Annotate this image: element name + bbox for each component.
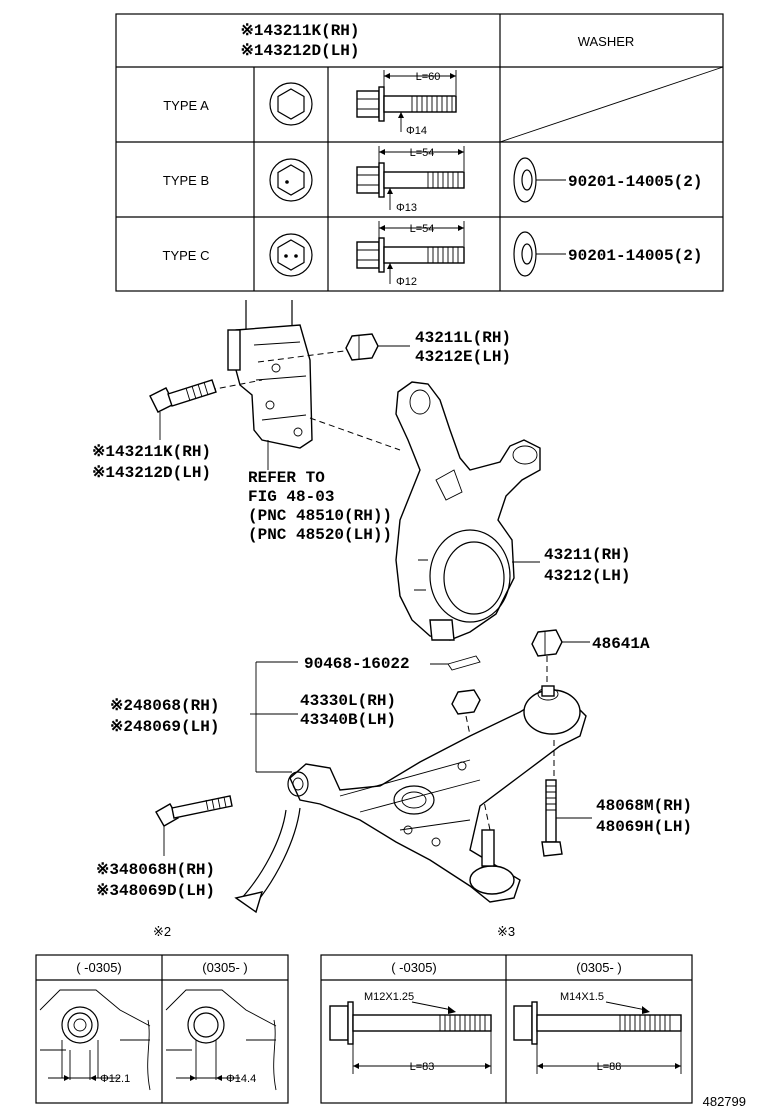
label-bolt-lh: ※143212D(LH) (92, 464, 211, 482)
type-c-label: TYPE C (163, 248, 210, 263)
label-balljoint-rh: 43330L(RH) (300, 692, 396, 710)
label-arm-lh: ※248069(LH) (110, 718, 219, 736)
detail-3-panel (320, 954, 693, 1104)
label-refer-3: (PNC 48510(RH)) (248, 507, 392, 525)
detail-2-col1: ( -0305) (76, 960, 122, 975)
type-c-diameter: Φ12 (396, 276, 417, 288)
detail-2-dim1: Φ12.1 (100, 1073, 130, 1085)
bolt-type-c-icon (356, 221, 465, 284)
type-b-diameter: Φ13 (396, 202, 417, 214)
detail-2-dim2: Φ14.4 (226, 1073, 256, 1085)
label-front-bolt-lh: ※348069D(LH) (96, 882, 215, 900)
label-front-bolt-rh: ※348068H(RH) (96, 861, 215, 879)
leader-line (209, 379, 263, 391)
leader-line (257, 349, 353, 363)
type-c-length: L=54 (410, 223, 435, 235)
knuckle-bolt-icon (149, 379, 217, 440)
label-balljoint-lh: 43340B(LH) (300, 711, 396, 729)
label-knuckle-lh: 43212(LH) (544, 567, 630, 585)
label-rear-bolt-lh: 48069H(LH) (596, 818, 692, 836)
type-a-diameter: Φ14 (406, 125, 427, 137)
type-b-label: TYPE B (163, 173, 209, 188)
table-header-bolt-lh: ※143212D(LH) (240, 42, 359, 60)
steering-knuckle-drawing (395, 381, 541, 641)
washer-icon (513, 231, 566, 277)
detail-3-thread1: M12X1.25 (364, 991, 414, 1003)
label-nut-lh: 43212E(LH) (415, 348, 511, 366)
figure-number: 482799 (703, 1094, 746, 1109)
detail-3-len2: L=88 (597, 1061, 622, 1073)
hex-nut-icon (451, 689, 481, 715)
label-cotter-pin: 90468-16022 (304, 655, 410, 673)
front-bolt-icon (155, 795, 233, 856)
detail-3-len1: L=83 (410, 1061, 435, 1073)
cotter-pin-icon (430, 655, 481, 671)
label-bolt-rh: ※143211K(RH) (92, 443, 211, 461)
lower-control-arm-drawing (287, 685, 587, 903)
rear-bolt-icon (541, 779, 592, 857)
arm-label-bracket (250, 661, 298, 773)
detail-3-col2: (0305- ) (576, 960, 622, 975)
label-rear-bolt-rh: 48068M(RH) (596, 797, 692, 815)
label-refer-1: REFER TO (248, 469, 325, 487)
type-a-label: TYPE A (163, 98, 209, 113)
washer-icon (513, 157, 566, 203)
detail-2-panel (35, 954, 289, 1104)
detail-arrow (239, 809, 287, 901)
type-b-washer: 90201-14005(2) (568, 173, 702, 191)
table-header-washer: WASHER (578, 34, 635, 49)
detail-arrowhead (234, 891, 264, 914)
type-a-length: L=60 (416, 71, 441, 83)
bolt-type-table: ※143211K(RH) ※143212D(LH) WASHER TYPE A (115, 13, 724, 292)
hex-head-icon (269, 82, 313, 126)
hex-head-dot-icon (269, 158, 313, 202)
table-header-bolt-rh: ※143211K(RH) (240, 22, 359, 40)
detail-2-col2: (0305- ) (202, 960, 248, 975)
detail-2-marker: ※2 (153, 924, 171, 939)
bolt-type-b-icon (356, 146, 465, 210)
hex-head-dots-icon (269, 233, 313, 277)
flange-nut-icon (345, 333, 410, 361)
bolt-type-a-icon (356, 70, 457, 132)
label-arm-rh: ※248068(RH) (110, 697, 219, 715)
castle-nut-icon (531, 629, 590, 657)
strut-bracket-drawing (227, 300, 313, 449)
label-nut-48641: 48641A (592, 635, 650, 653)
type-c-washer: 90201-14005(2) (568, 247, 702, 265)
detail-3-thread2: M14X1.5 (560, 991, 604, 1003)
leader-line (309, 417, 401, 451)
detail-3-marker: ※3 (497, 924, 515, 939)
no-washer-slash (499, 66, 724, 143)
label-nut-rh: 43211L(RH) (415, 329, 511, 347)
detail-3-col1: ( -0305) (391, 960, 437, 975)
label-refer-2: FIG 48-03 (248, 488, 334, 506)
type-b-length: L=54 (410, 147, 435, 159)
label-refer-4: (PNC 48520(LH)) (248, 526, 392, 544)
label-knuckle-rh: 43211(RH) (544, 546, 630, 564)
